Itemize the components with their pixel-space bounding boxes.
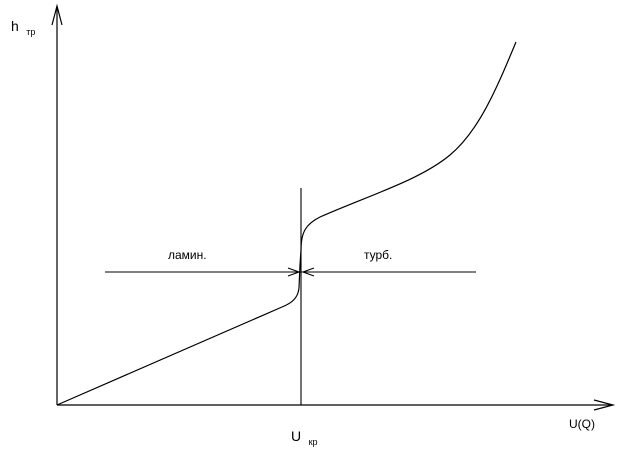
x-axis-arrow	[593, 399, 616, 411]
turbulent-region-label: турб.	[364, 248, 392, 262]
y-axis-subscript: тр	[26, 27, 35, 37]
critical-velocity-symbol: U	[291, 428, 301, 444]
y-axis-label: h тр	[11, 18, 35, 37]
divider-arrow-left	[287, 267, 301, 277]
laminar-region-label: ламин.	[168, 248, 207, 262]
critical-velocity-label: U кр	[291, 428, 318, 447]
y-axis-arrow	[51, 3, 63, 26]
divider-arrow-right	[301, 267, 315, 277]
head-loss-curve	[56, 41, 517, 406]
critical-velocity-subscript: кр	[309, 437, 318, 447]
x-axis-label: U(Q)	[569, 417, 595, 431]
y-axis-symbol: h	[11, 18, 19, 34]
